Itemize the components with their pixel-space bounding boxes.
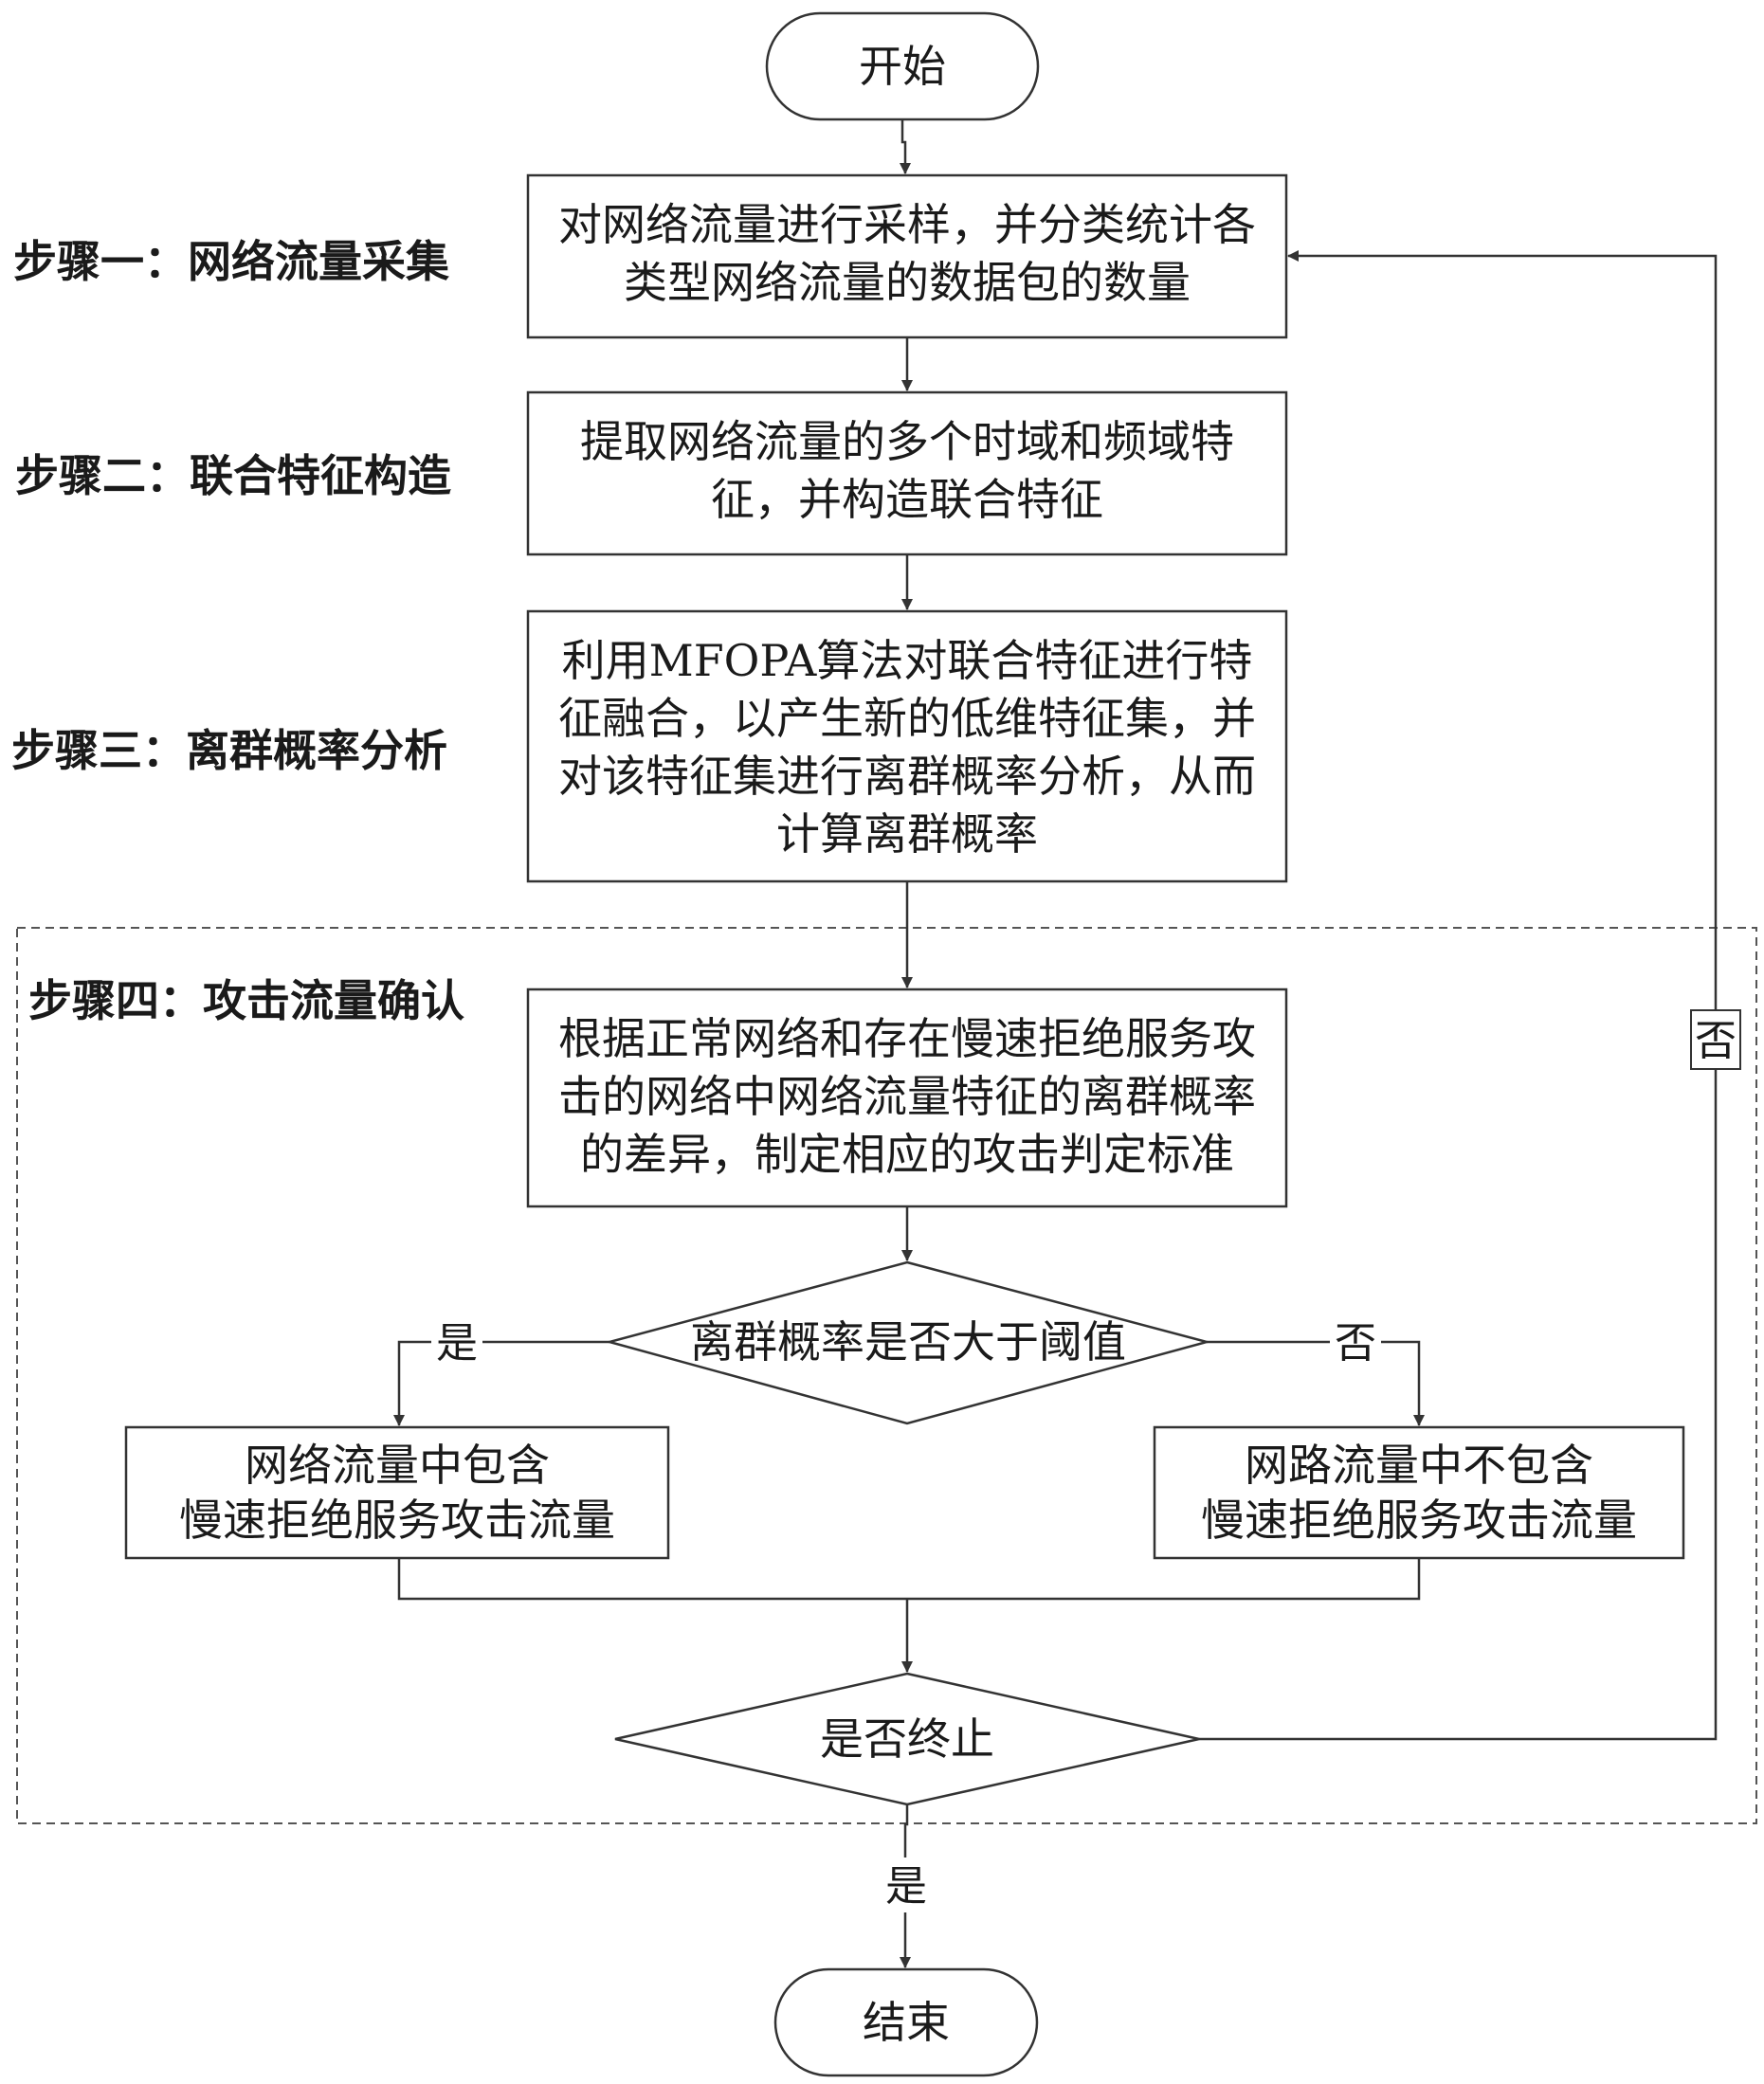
sample-process-box [526,173,1288,339]
contains-attack-text-line-2: 慢速拒绝服务攻击流量 [179,1495,615,1546]
threshold-yes-label: 是 [436,1319,478,1368]
threshold-no-label-bg [1330,1315,1381,1368]
criteria-text-line-3: 的差异，制定相应的攻击判定标准 [580,1129,1234,1180]
end-label: 结束 [863,1997,950,2048]
terminate-decision-label: 是否终止 [820,1713,994,1765]
fuse-text-line-2: 征融合，以产生新的低维特征集，并 [558,693,1256,744]
no-attack-box [1153,1425,1685,1560]
fuse-text-line-3: 对该特征集进行离群概率分析，从而 [558,751,1256,802]
start-label: 开始 [859,41,946,92]
step4-group-boundary [16,927,1757,1824]
extract-text-line-2: 征，并构造联合特征 [711,474,1103,525]
end-terminal [773,1967,1039,2077]
contains-attack-text-line-1: 网络流量中包含 [245,1440,550,1491]
terminate-no-label: 否 [1695,1017,1737,1065]
terminate-yes-label-bg [880,1857,933,1912]
edge-threshold-yes [393,1340,609,1426]
criteria-text-line-2: 击的网络中网络流量特征的离群概率 [558,1071,1256,1122]
terminate-no-label-box [1690,1009,1741,1070]
step4-label: 步骤四：攻击流量确认 [28,975,464,1026]
fuse-text-line-1: 利用MFOPA算法对联合特征进行特 [562,635,1253,686]
contains-attack-box [124,1425,670,1560]
fuse-process-box [526,609,1288,883]
sample-text-line-1: 对网络流量进行采样，并分类统计各 [558,199,1256,250]
step1-label: 步骤一：网络流量采集 [13,236,449,287]
no-attack-text-line-1: 网路流量中不包含 [1245,1440,1593,1491]
edge-start-to-sample [900,119,911,174]
threshold-decision-diamond [605,1260,1211,1425]
edge-threshold-no [1207,1340,1425,1426]
threshold-decision-label: 离群概率是否大于阈值 [690,1316,1126,1368]
step3-label: 步骤三：离群概率分析 [11,725,447,776]
terminate-yes-label: 是 [885,1862,927,1911]
fuse-text-line-4: 计算离群概率 [776,808,1038,860]
step2-label: 步骤二：联合特征构造 [15,450,451,501]
threshold-no-label: 否 [1335,1319,1376,1368]
no-attack-text-line-2: 慢速拒绝服务攻击流量 [1201,1495,1637,1546]
sample-text-line-2: 类型网络流量的数据包的数量 [624,257,1191,308]
criteria-process-box [526,988,1288,1208]
extract-text-line-1: 提取网络流量的多个时域和频域特 [580,416,1234,467]
edge-merge-results [397,1558,1421,1601]
edge-terminate-no-loop [1199,250,1718,1741]
criteria-text-line-1: 根据正常网络和存在慢速拒绝服务攻 [558,1013,1256,1064]
threshold-yes-label-bg [431,1315,482,1368]
